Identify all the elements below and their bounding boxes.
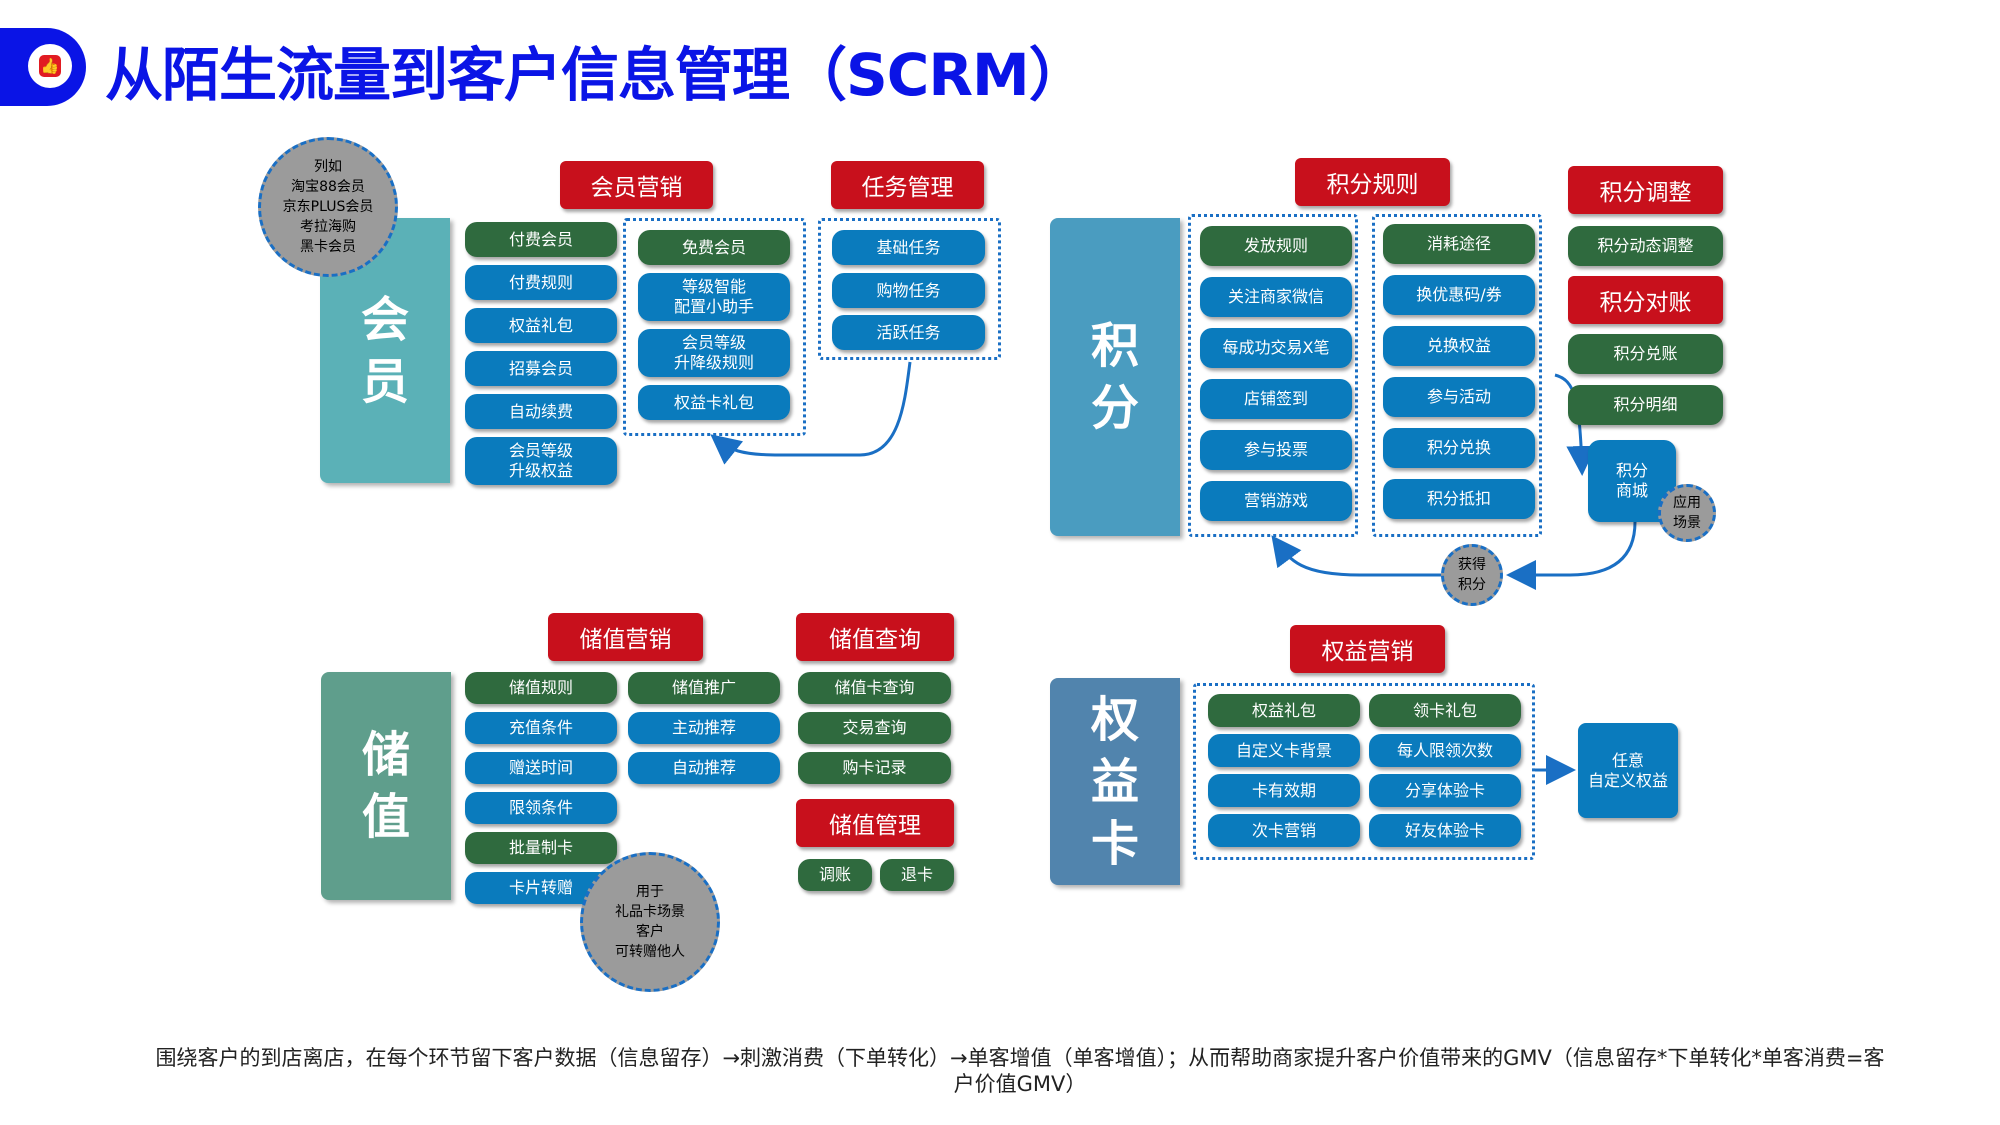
stored-manage-title: 储值管理 — [796, 799, 954, 847]
member-item-level[interactable]: 会员等级 升级权益 — [465, 437, 617, 485]
points-reconcile-title: 积分对账 — [1568, 276, 1723, 324]
card-col1-item[interactable]: 自定义卡背景 — [1208, 734, 1360, 767]
points-scene-circle: 应用 场景 — [1658, 484, 1716, 542]
member-marketing-title: 会员营销 — [560, 161, 713, 209]
member-marketing-levelrule[interactable]: 会员等级 升降级规则 — [638, 329, 790, 377]
circle-line: 考拉海购 — [300, 219, 356, 235]
gain-circle-text: 获得 积分 — [1458, 557, 1486, 593]
member-example-circle: 列如 淘宝88会员 京东PLUS会员 考拉海购 黑卡会员 — [258, 137, 398, 277]
member-item-rules[interactable]: 付费规则 — [465, 265, 617, 300]
points-gain-circle: 获得 积分 — [1441, 544, 1503, 606]
circle-line: 淘宝88会员 — [291, 179, 365, 195]
stored-label-char-2: 值 — [361, 789, 410, 845]
points-use-item[interactable]: 积分兑换 — [1383, 428, 1535, 468]
card-label-char-3: 卡 — [1090, 815, 1139, 872]
circle-line: 京东PLUS会员 — [282, 199, 374, 215]
circle-line: 用于 — [636, 884, 664, 900]
circle-line: 列如 — [314, 159, 342, 175]
member-label-char-1: 会 — [360, 291, 409, 348]
points-earn-item[interactable]: 营销游戏 — [1200, 481, 1352, 521]
points-use-item[interactable]: 参与活动 — [1383, 377, 1535, 417]
stored-col2-item[interactable]: 储值推广 — [628, 672, 780, 704]
member-marketing-assistant[interactable]: 等级智能 配置小助手 — [638, 273, 790, 321]
points-earn-item[interactable]: 店铺签到 — [1200, 379, 1352, 419]
points-adjust-item[interactable]: 积分动态调整 — [1568, 226, 1723, 266]
points-use-item[interactable]: 换优惠码/券 — [1383, 275, 1535, 315]
stored-query-item[interactable]: 购卡记录 — [798, 752, 951, 784]
task-basic[interactable]: 基础任务 — [832, 230, 985, 265]
card-col1-item[interactable]: 卡有效期 — [1208, 774, 1360, 807]
stored-col1-item[interactable]: 储值规则 — [465, 672, 617, 704]
member-marketing-cardgift[interactable]: 权益卡礼包 — [638, 385, 790, 420]
stored-label-char-1: 储 — [361, 727, 410, 783]
points-use-box — [1372, 214, 1542, 537]
points-section-label: 积 分 — [1050, 218, 1180, 536]
page-title: 从陌生流量到客户信息管理（SCRM） — [105, 41, 1087, 109]
stored-col1-item[interactable]: 限领条件 — [465, 792, 617, 824]
card-col2-item[interactable]: 每人限领次数 — [1369, 734, 1521, 767]
points-earn-item[interactable]: 参与投票 — [1200, 430, 1352, 470]
thumbs-up-icon: 👍 — [39, 55, 61, 77]
stored-section-label: 储 值 — [321, 672, 451, 900]
member-marketing-free[interactable]: 免费会员 — [638, 230, 790, 265]
stored-col2-item[interactable]: 主动推荐 — [628, 712, 780, 744]
stored-query-item[interactable]: 储值卡查询 — [798, 672, 951, 704]
card-label-char-2: 益 — [1090, 753, 1139, 810]
points-adjust-title: 积分调整 — [1568, 166, 1723, 214]
points-rules-title: 积分规则 — [1295, 158, 1450, 206]
points-use-item[interactable]: 兑换权益 — [1383, 326, 1535, 366]
stored-col2-item[interactable]: 自动推荐 — [628, 752, 780, 784]
member-item-renew[interactable]: 自动续费 — [465, 394, 617, 429]
footer-summary: 围绕客户的到店离店，在每个环节留下客户数据（信息留存）→刺激消费（下单转化）→单… — [155, 1046, 1885, 1096]
stored-manage-adjust[interactable]: 调账 — [798, 859, 872, 891]
points-earn-item[interactable]: 发放规则 — [1200, 226, 1352, 266]
task-box — [818, 218, 1001, 360]
card-col2-item[interactable]: 好友体验卡 — [1369, 814, 1521, 847]
points-earn-box — [1188, 214, 1358, 537]
circle-line: 礼品卡场景 — [615, 904, 685, 920]
points-earn-item[interactable]: 关注商家微信 — [1200, 277, 1352, 317]
card-box — [1193, 683, 1535, 860]
card-col1-item[interactable]: 权益礼包 — [1208, 694, 1360, 727]
scene-circle-text: 应用 场景 — [1673, 495, 1701, 531]
card-section-label: 权 益 卡 — [1050, 678, 1180, 885]
card-label-char-1: 权 — [1090, 691, 1139, 748]
card-col2-item[interactable]: 领卡礼包 — [1369, 694, 1521, 727]
points-label-char-1: 积 — [1090, 318, 1139, 374]
card-col1-item[interactable]: 次卡营销 — [1208, 814, 1360, 847]
stored-col1-item[interactable]: 批量制卡 — [465, 832, 617, 864]
circle-line: 黑卡会员 — [300, 239, 356, 255]
points-reconcile-item[interactable]: 积分兑账 — [1568, 334, 1723, 374]
card-marketing-title: 权益营销 — [1290, 625, 1445, 673]
circle-line: 客户 — [636, 924, 664, 940]
points-reconcile-item[interactable]: 积分明细 — [1568, 385, 1723, 425]
stored-col1-item[interactable]: 赠送时间 — [465, 752, 617, 784]
card-custom-benefit[interactable]: 任意 自定义权益 — [1578, 723, 1678, 818]
member-item-gift[interactable]: 权益礼包 — [465, 308, 617, 343]
stored-query-item[interactable]: 交易查询 — [798, 712, 951, 744]
task-active[interactable]: 活跃任务 — [832, 315, 985, 350]
member-item-paid[interactable]: 付费会员 — [465, 222, 617, 257]
member-marketing-box — [623, 218, 806, 436]
points-use-item[interactable]: 积分抵扣 — [1383, 479, 1535, 519]
stored-giftcard-circle: 用于 礼品卡场景 客户 可转赠他人 — [580, 852, 720, 992]
logo-badge: 👍 — [28, 44, 72, 88]
points-use-item[interactable]: 消耗途径 — [1383, 224, 1535, 264]
member-label-char-2: 员 — [360, 353, 409, 410]
points-label-char-2: 分 — [1090, 380, 1139, 436]
card-col2-item[interactable]: 分享体验卡 — [1369, 774, 1521, 807]
stored-marketing-title: 储值营销 — [548, 613, 703, 661]
stored-manage-refund[interactable]: 退卡 — [880, 859, 954, 891]
points-earn-item[interactable]: 每成功交易X笔 — [1200, 328, 1352, 368]
task-management-title: 任务管理 — [831, 161, 984, 209]
member-item-recruit[interactable]: 招募会员 — [465, 351, 617, 386]
stored-col1-item[interactable]: 充值条件 — [465, 712, 617, 744]
circle-line: 可转赠他人 — [615, 944, 685, 960]
task-shopping[interactable]: 购物任务 — [832, 273, 985, 308]
stored-query-title: 储值查询 — [796, 613, 954, 661]
